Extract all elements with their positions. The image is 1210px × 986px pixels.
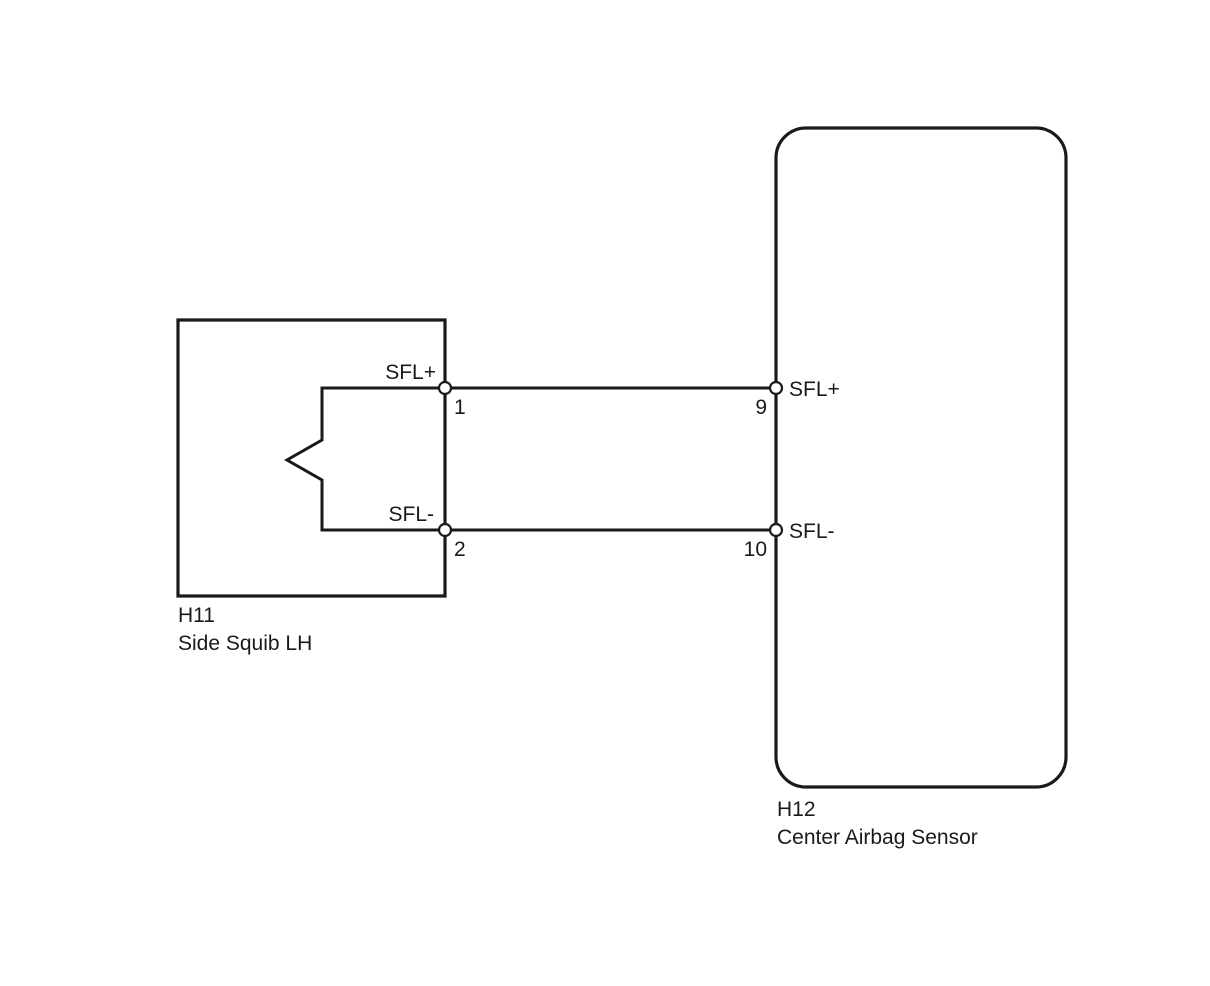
sensor-component-name: Center Airbag Sensor xyxy=(777,826,978,849)
squib-connector-code: H11 xyxy=(178,604,215,627)
sensor-terminal-9 xyxy=(768,380,784,396)
squib-element xyxy=(283,386,445,532)
squib-terminal-2 xyxy=(437,522,453,538)
sensor-signal-label-sfl-minus: SFL- xyxy=(789,520,835,543)
sensor-connector-code: H12 xyxy=(777,798,816,821)
sensor-pin-9-label: 9 xyxy=(755,396,767,419)
squib-component-name: Side Squib LH xyxy=(178,632,312,655)
sensor-terminal-10 xyxy=(768,522,784,538)
squib-pin-1-label: 1 xyxy=(454,396,466,419)
squib-signal-label-sfl-minus: SFL- xyxy=(388,503,434,526)
squib-terminal-1 xyxy=(437,380,453,396)
sensor-signal-label-sfl-plus: SFL+ xyxy=(789,378,840,401)
squib-signal-label-sfl-plus: SFL+ xyxy=(385,361,436,384)
sensor-pin-10-label: 10 xyxy=(744,538,767,561)
sensor-component-box xyxy=(774,126,1068,789)
squib-pin-2-label: 2 xyxy=(454,538,466,561)
squib-component-box xyxy=(176,318,447,598)
